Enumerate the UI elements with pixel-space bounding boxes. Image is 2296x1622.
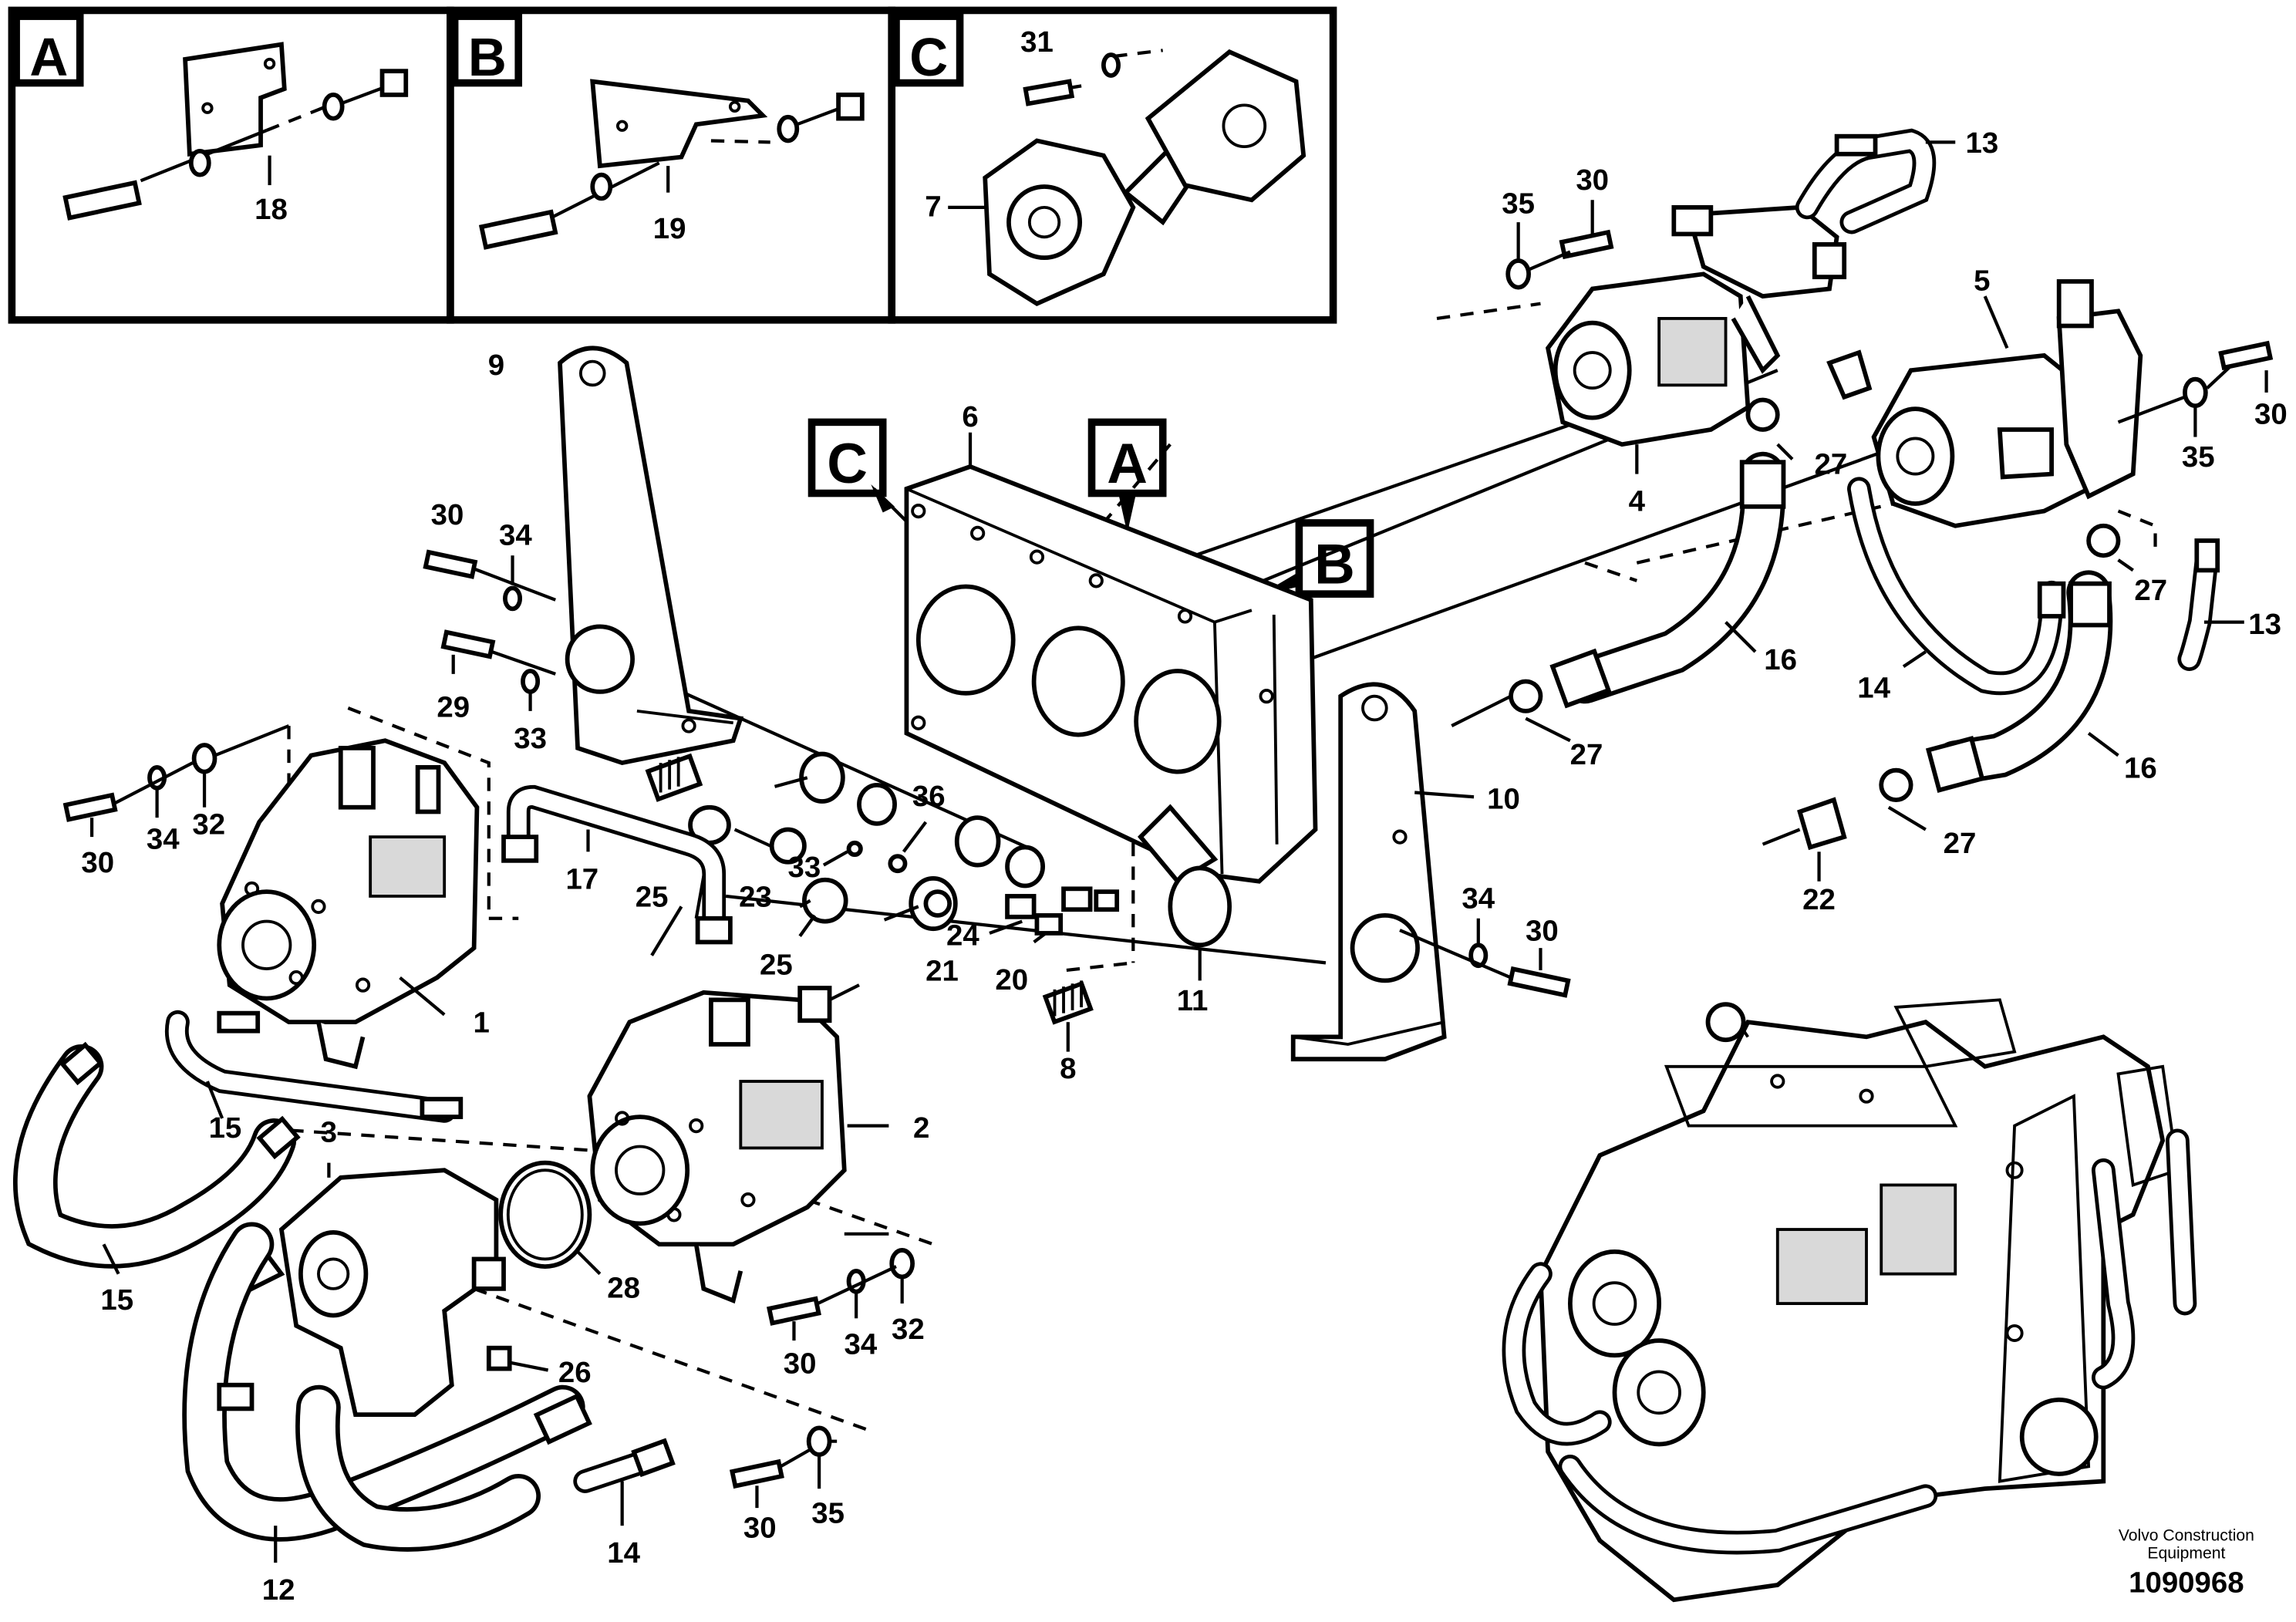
callout-14-right: 14 xyxy=(1857,672,1890,705)
callout-25-lower: 25 xyxy=(760,949,793,982)
callout-33-a: 33 xyxy=(514,722,547,755)
inset-b-label: B xyxy=(468,27,507,87)
callout-30-c: 30 xyxy=(784,1347,817,1380)
callout-33-b: 33 xyxy=(788,851,821,884)
credit-line-1: Volvo Construction xyxy=(2119,1526,2254,1544)
callout-16-lower: 16 xyxy=(2124,751,2157,784)
bracket-9 xyxy=(558,346,744,766)
callout-34-b: 34 xyxy=(147,822,180,855)
svg-text:C: C xyxy=(827,433,868,495)
pump-1 xyxy=(217,738,480,1070)
inset-box-b: B 19 xyxy=(447,6,896,324)
pump-5 xyxy=(1871,279,2143,528)
callout-30-d: 30 xyxy=(743,1512,777,1545)
callout-30-f: 30 xyxy=(1576,164,1609,197)
callout-12: 12 xyxy=(262,1573,295,1607)
callout-30-a: 30 xyxy=(431,498,464,531)
callout-35-b: 35 xyxy=(2182,440,2215,474)
callout-34-c: 34 xyxy=(845,1327,878,1361)
callout-4: 4 xyxy=(1629,485,1646,518)
hoses xyxy=(13,128,2244,1563)
callout-26: 26 xyxy=(558,1356,592,1389)
callout-34-a: 34 xyxy=(499,519,532,552)
callout-15-mid: 15 xyxy=(209,1111,242,1145)
callout-16-upper: 16 xyxy=(1764,643,1797,676)
callout-18: 18 xyxy=(255,193,288,226)
callout-1: 1 xyxy=(474,1007,490,1040)
pump-3 xyxy=(234,1162,549,1418)
svg-text:B: B xyxy=(1314,534,1355,596)
document-number: 1090968 xyxy=(2129,1566,2244,1600)
callout-19: 19 xyxy=(653,212,686,245)
callout-9: 9 xyxy=(488,349,504,382)
callout-28: 28 xyxy=(607,1271,640,1304)
assembled-view xyxy=(1502,998,2197,1603)
credit-line-2: Equipment xyxy=(2147,1544,2225,1562)
callout-24: 24 xyxy=(946,919,979,952)
callout-35-a: 35 xyxy=(1502,187,1535,221)
callout-36: 36 xyxy=(912,780,946,813)
pump-2 xyxy=(587,986,889,1304)
inset-c-label: C xyxy=(909,27,948,87)
callout-13-right: 13 xyxy=(2248,608,2281,641)
callout-30-e: 30 xyxy=(1526,915,1559,948)
callout-27-d: 27 xyxy=(1944,827,1977,860)
bracket-10 xyxy=(1290,682,1475,1062)
callout-35-c: 35 xyxy=(811,1496,845,1529)
callout-6: 6 xyxy=(962,400,978,433)
inset-a-label: A xyxy=(29,27,68,87)
callout-15-left: 15 xyxy=(100,1283,133,1317)
callout-17: 17 xyxy=(565,862,598,895)
bolts-washers xyxy=(62,200,2274,1509)
callout-5: 5 xyxy=(1974,264,1990,297)
callout-29: 29 xyxy=(437,691,470,724)
callout-27-b: 27 xyxy=(2134,574,2167,607)
inset-box-a: A 18 xyxy=(8,6,454,324)
callout-25-upper: 25 xyxy=(636,880,669,913)
small-fittings xyxy=(650,751,1120,956)
frame-plate-6 xyxy=(904,432,1318,884)
callout-27-c: 27 xyxy=(1570,738,1603,771)
callout-3: 3 xyxy=(321,1116,337,1149)
callout-23: 23 xyxy=(739,880,772,913)
svg-text:A: A xyxy=(1107,433,1148,495)
callout-11: 11 xyxy=(1177,984,1209,1017)
callout-27-a: 27 xyxy=(1815,448,1848,481)
callout-numbers: 1 2 3 4 5 6 8 9 10 11 12 13 13 14 14 15 … xyxy=(81,126,2287,1607)
callout-32-a: 32 xyxy=(192,808,225,841)
coupling-8 xyxy=(645,753,1094,1052)
driveshaft-7-drawing xyxy=(983,49,1306,306)
callout-22: 22 xyxy=(1802,883,1836,916)
tube-11 xyxy=(1137,804,1232,981)
callout-8: 8 xyxy=(1060,1052,1076,1085)
callout-2: 2 xyxy=(913,1111,929,1145)
callout-21: 21 xyxy=(925,954,959,987)
callout-20: 20 xyxy=(995,963,1028,996)
callout-32-b: 32 xyxy=(892,1313,925,1346)
callout-10: 10 xyxy=(1487,783,1520,816)
callout-31: 31 xyxy=(1020,25,1054,59)
inset-box-c: C 31 7 xyxy=(888,6,1337,324)
bracket-18-drawing xyxy=(62,42,409,221)
callout-14-bottom: 14 xyxy=(607,1536,640,1570)
pipe-17 xyxy=(501,784,733,945)
callout-13-top: 13 xyxy=(1965,126,1998,160)
callout-34-d: 34 xyxy=(1462,882,1495,915)
footer: Volvo Construction Equipment 1090968 xyxy=(2119,1526,2254,1599)
bracket-19-drawing xyxy=(478,79,865,250)
callout-30-g: 30 xyxy=(2254,397,2288,430)
callout-30-b: 30 xyxy=(81,846,114,879)
callout-7: 7 xyxy=(925,190,941,223)
